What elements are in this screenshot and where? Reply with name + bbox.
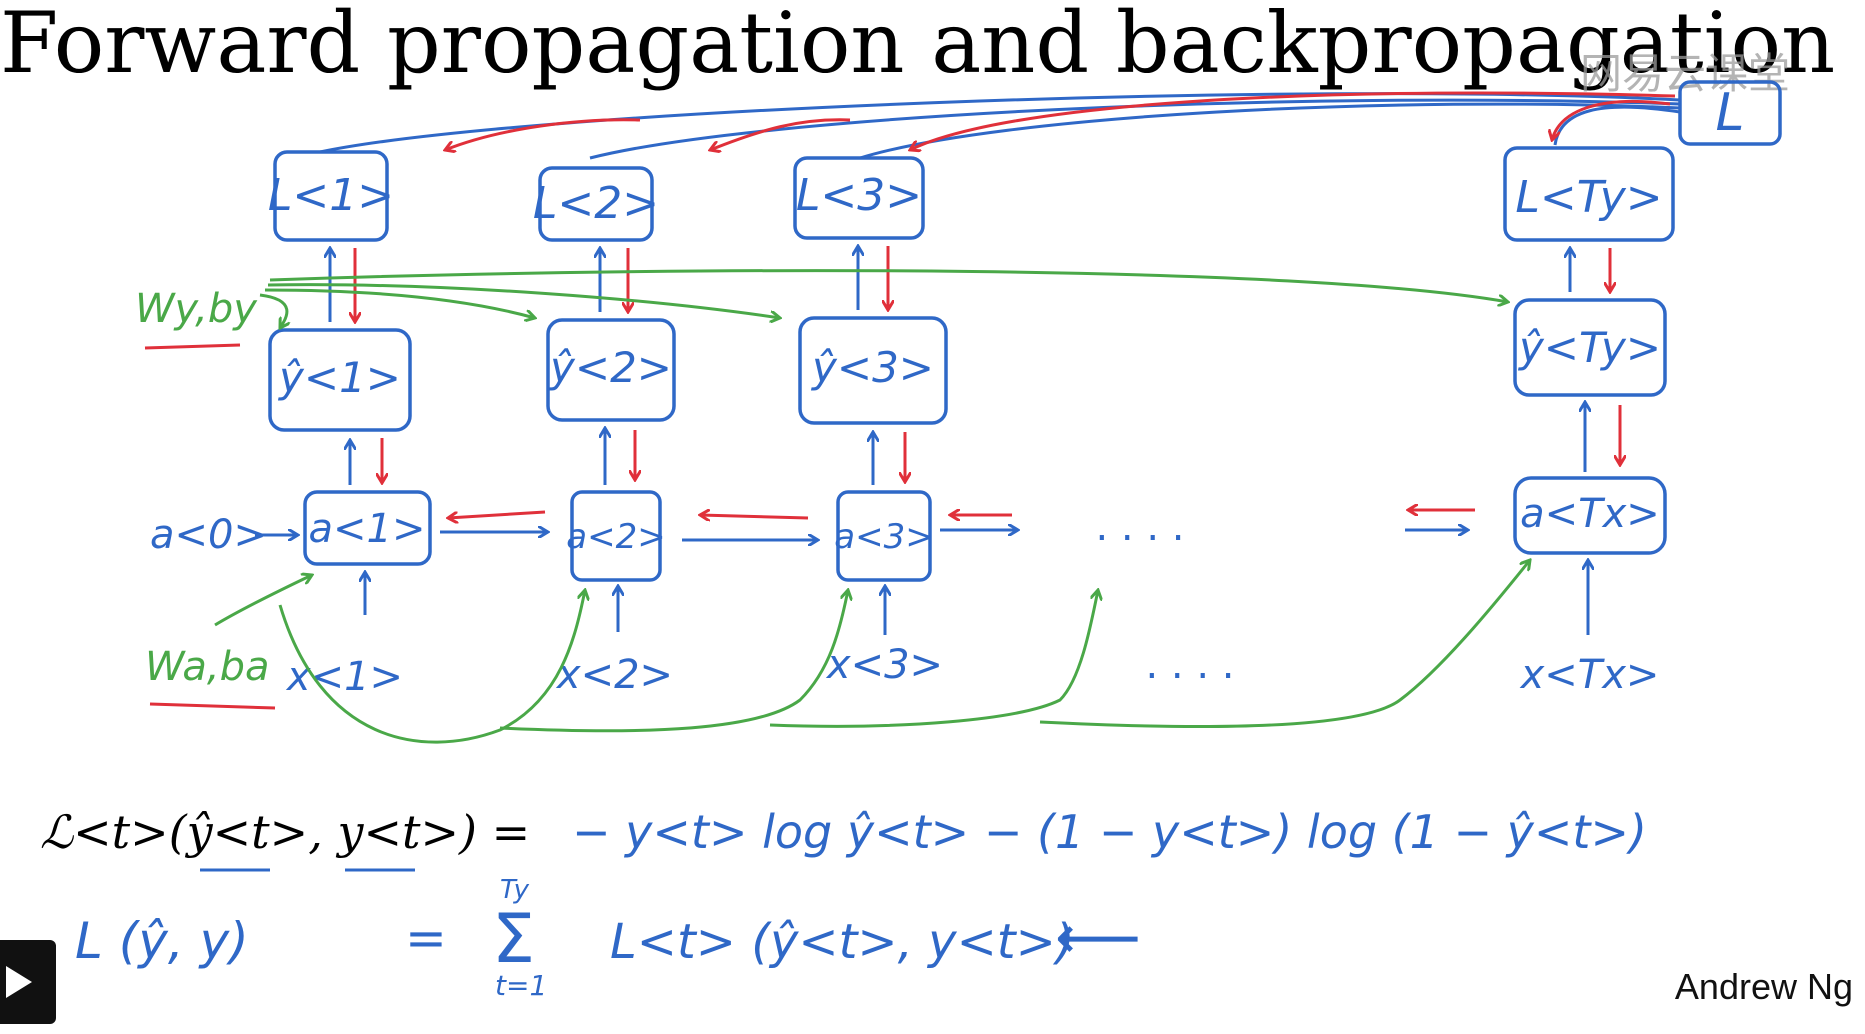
yhat-label-2: ŷ<2> [548, 343, 672, 392]
yhat-box-1 [268, 328, 412, 432]
x-label-T: x<Tx> [1519, 652, 1660, 698]
x-label-2: x<2> [555, 652, 673, 698]
backprop-total-to-loss1 [445, 118, 641, 150]
sum-upper-limit: Ty [500, 875, 530, 905]
sum-symbol: Σ [492, 900, 535, 979]
backprop-total-to-loss3 [910, 91, 1676, 150]
params-y-underline [144, 343, 241, 350]
yhat-label-3: ŷ<3> [810, 343, 934, 392]
params-y-label: Wy,by [135, 286, 258, 332]
a-label-3: a<3> [834, 517, 933, 557]
a-box-2 [570, 490, 662, 582]
yhat-box-T [1513, 298, 1667, 397]
a-box-3 [836, 490, 932, 582]
a-box-T [1513, 476, 1667, 555]
a-box-1 [303, 490, 432, 566]
loss-label-2: L<2> [533, 178, 659, 229]
wy-to-yhat2-link [264, 288, 535, 318]
loss-label-3: L<3> [796, 170, 922, 221]
loss-box-3 [793, 156, 925, 240]
loss-label-1: L<1> [268, 170, 394, 221]
yhat-label-T: ŷ<Ty> [1517, 323, 1661, 372]
ellipsis-a: . . . . [1095, 504, 1184, 550]
loss-t-rhs: − y<t> log ŷ<t> − (1 − y<t>) log (1 − ŷ<… [572, 805, 1647, 859]
yhat-box-3 [798, 316, 948, 425]
total-loss-rhs: L<t> (ŷ<t>, y<t>) [610, 914, 1075, 970]
a-label-T: a<Tx> [1520, 491, 1660, 537]
total-loss-label: L [1716, 83, 1745, 143]
watermark: 网易云课堂 [1580, 49, 1791, 98]
a3-to-a2-backprop [700, 515, 809, 518]
yhat-label-1: ŷ<1> [277, 353, 401, 402]
total-loss-box [1678, 80, 1782, 146]
wa-to-a3-link [499, 590, 848, 733]
a0-label: a<0> [150, 512, 267, 558]
backprop-total-to-loss2 [710, 118, 851, 150]
a-label-2: a<2> [566, 517, 665, 557]
sum-lower-limit: t=1 [495, 969, 547, 1002]
loss-box-T [1503, 146, 1675, 242]
total-loss-lhs: L (ŷ, y) [75, 912, 249, 970]
wy-to-yhatT-link [269, 269, 1508, 302]
wy-to-yhat1-link [259, 293, 287, 328]
emphasis-arrow: ⟵ [1055, 903, 1141, 973]
loss-label-T: L<Ty> [1515, 172, 1662, 223]
play-button[interactable] [0, 940, 56, 1024]
loss2-to-total-link [589, 98, 1681, 160]
wy-to-yhat3-link [267, 283, 780, 318]
x-label-3: x<3> [825, 642, 943, 688]
yhat-box-2 [546, 318, 676, 422]
params-a-underline [149, 702, 276, 710]
wa-to-a2-link [278, 590, 585, 744]
slide-title: Forward propagation and backpropagation [0, 0, 1836, 92]
total-loss-equals: = [405, 909, 447, 967]
wa-to-a1-link [214, 575, 312, 627]
params-a-label: Wa,ba [145, 644, 270, 690]
loss-box-2 [538, 166, 654, 242]
backprop-total-to-lossT [1552, 99, 1671, 140]
a2-to-a1-backprop [448, 510, 546, 518]
wa-to-aT-link [1039, 560, 1530, 729]
loss-t-lhs: ℒ<t>(ŷ<t>, y<t>) = [40, 805, 530, 859]
ellipsis-x: . . . . [1145, 642, 1234, 688]
author-credit: Andrew Ng [1674, 966, 1853, 1007]
wa-to-a4-link [769, 590, 1098, 728]
loss-box-1 [273, 150, 389, 242]
a-label-1: a<1> [309, 506, 426, 552]
